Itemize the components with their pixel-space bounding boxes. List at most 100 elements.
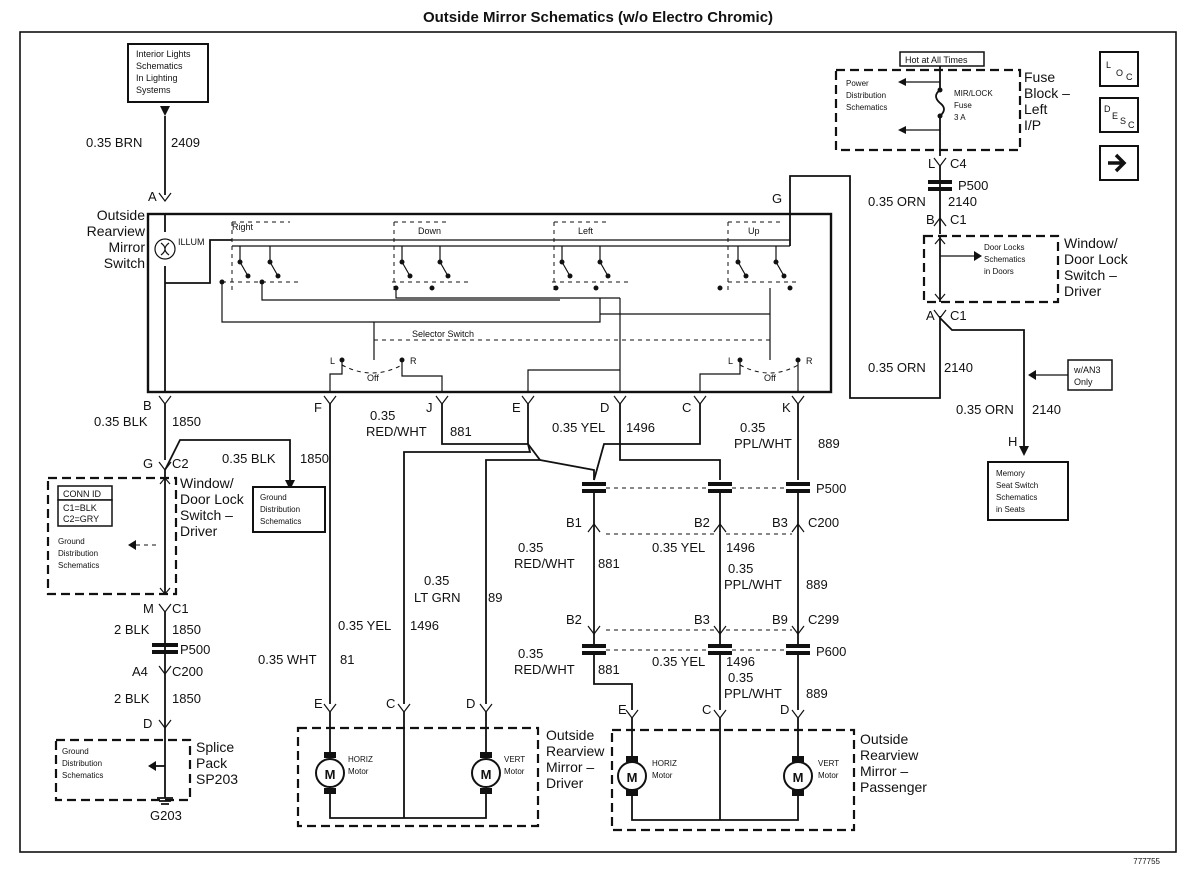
svg-text:M: M — [143, 601, 154, 616]
outer-frame — [19, 31, 1177, 853]
p500-connector-left — [152, 643, 178, 654]
svg-text:Outside: Outside — [97, 207, 145, 223]
svg-text:Door Lock: Door Lock — [1064, 251, 1129, 267]
svg-text:0.35 ORN: 0.35 ORN — [868, 360, 926, 375]
ground-icon — [157, 797, 173, 805]
switch-positions: Right Down Left Up — [231, 221, 780, 292]
illum-lamp-icon — [154, 238, 176, 260]
door-lock-switch-left-label: Window/ Door Lock Switch – Driver — [180, 475, 245, 539]
svg-text:ILLUM: ILLUM — [178, 237, 205, 247]
svg-text:0.35 YEL: 0.35 YEL — [552, 420, 605, 435]
svg-text:G: G — [772, 191, 782, 206]
svg-text:Fuse: Fuse — [954, 101, 972, 110]
svg-text:Rearview: Rearview — [87, 223, 146, 239]
svg-text:Selector Switch: Selector Switch — [412, 329, 474, 339]
svg-text:D: D — [466, 696, 475, 711]
svg-text:Driver: Driver — [1064, 283, 1102, 299]
svg-text:I/P: I/P — [1024, 117, 1041, 133]
svg-text:B3: B3 — [694, 612, 710, 627]
svg-text:Rearview: Rearview — [860, 747, 919, 763]
svg-text:Ground: Ground — [260, 493, 287, 502]
svg-text:RED/WHT: RED/WHT — [514, 662, 575, 677]
svg-text:0.35: 0.35 — [740, 420, 765, 435]
svg-text:Window/: Window/ — [180, 475, 234, 491]
ground-distribution-ref-box[interactable]: Ground Distribution Schematics — [252, 486, 326, 533]
svg-text:2 BLK: 2 BLK — [114, 691, 150, 706]
svg-text:0.35 YEL: 0.35 YEL — [652, 540, 705, 555]
svg-text:1850: 1850 — [300, 451, 329, 466]
svg-text:Schematics: Schematics — [62, 771, 103, 780]
svg-text:Driver: Driver — [546, 775, 584, 791]
svg-text:E: E — [618, 702, 627, 717]
svg-text:Window/: Window/ — [1064, 235, 1118, 251]
svg-text:2 BLK: 2 BLK — [114, 622, 150, 637]
svg-text:D: D — [143, 716, 152, 731]
svg-text:Schematics: Schematics — [846, 103, 887, 112]
diagram-title: Outside Mirror Schematics (w/o Electro C… — [423, 9, 773, 26]
p500-connector-row — [582, 482, 810, 493]
svg-text:Passenger: Passenger — [860, 779, 927, 795]
door-lock-switch-right-box — [922, 234, 1060, 304]
svg-text:Mirror –: Mirror – — [860, 763, 908, 779]
svg-text:Outside: Outside — [860, 731, 908, 747]
svg-text:889: 889 — [806, 686, 828, 701]
svg-text:1496: 1496 — [626, 420, 655, 435]
svg-text:Hot at All Times: Hot at All Times — [905, 55, 968, 65]
svg-text:Switch –: Switch – — [1064, 267, 1117, 283]
svg-text:C: C — [1126, 72, 1133, 82]
mirror-switch-box — [146, 212, 833, 394]
svg-text:K: K — [782, 400, 791, 415]
svg-text:0.35 ORN: 0.35 ORN — [956, 402, 1014, 417]
svg-text:A: A — [148, 189, 157, 204]
svg-text:C2: C2 — [172, 456, 189, 471]
svg-text:E: E — [512, 400, 521, 415]
svg-text:Interior Lights: Interior Lights — [136, 49, 191, 59]
svg-text:Ground: Ground — [62, 747, 89, 756]
door-lock-switch-left-box — [46, 476, 178, 596]
svg-text:0.35: 0.35 — [518, 646, 543, 661]
svg-text:P500: P500 — [180, 642, 210, 657]
svg-text:in Doors: in Doors — [984, 267, 1014, 276]
svg-text:P600: P600 — [816, 644, 846, 659]
svg-text:0.35: 0.35 — [728, 670, 753, 685]
svg-text:HORIZ: HORIZ — [348, 755, 373, 764]
svg-text:Mirror: Mirror — [108, 239, 145, 255]
svg-text:A: A — [926, 308, 935, 323]
svg-text:B1: B1 — [566, 515, 582, 530]
svg-text:0.35 BLK: 0.35 BLK — [94, 414, 148, 429]
svg-text:Schematics: Schematics — [260, 517, 301, 526]
svg-text:J: J — [426, 400, 433, 415]
fuse-icon — [935, 89, 945, 117]
svg-text:w/AN3: w/AN3 — [1073, 365, 1101, 375]
svg-text:1496: 1496 — [726, 540, 755, 555]
svg-text:M: M — [325, 767, 336, 782]
next-arrow-icon[interactable] — [1099, 145, 1139, 181]
svg-text:Motor: Motor — [504, 767, 525, 776]
splice-pack-box — [54, 738, 192, 802]
svg-text:L: L — [728, 356, 733, 366]
driver-vert-motor-icon: M — [471, 752, 501, 794]
svg-text:C299: C299 — [808, 612, 839, 627]
svg-text:B9: B9 — [772, 612, 788, 627]
svg-text:C2=GRY: C2=GRY — [63, 514, 99, 524]
svg-text:PPL/WHT: PPL/WHT — [734, 436, 792, 451]
svg-text:PPL/WHT: PPL/WHT — [724, 686, 782, 701]
conn-id-box: CONN ID C1=BLK C2=GRY — [57, 485, 113, 527]
interior-lights-ref-box[interactable]: Interior Lights Schematics In Lighting S… — [127, 43, 209, 103]
svg-text:Distribution: Distribution — [260, 505, 300, 514]
svg-text:E: E — [1112, 111, 1118, 121]
svg-text:Outside: Outside — [546, 727, 594, 743]
svg-text:Systems: Systems — [136, 85, 171, 95]
svg-text:Motor: Motor — [818, 771, 839, 780]
memory-seat-ref-box[interactable]: Memory Seat Switch Schematics in Seats — [987, 461, 1069, 521]
svg-text:H: H — [1008, 434, 1017, 449]
svg-text:881: 881 — [598, 556, 620, 571]
svg-text:RED/WHT: RED/WHT — [366, 424, 427, 439]
svg-text:2140: 2140 — [944, 360, 973, 375]
svg-text:0.35 YEL: 0.35 YEL — [652, 654, 705, 669]
svg-text:C1: C1 — [950, 212, 967, 227]
svg-text:1850: 1850 — [172, 414, 201, 429]
